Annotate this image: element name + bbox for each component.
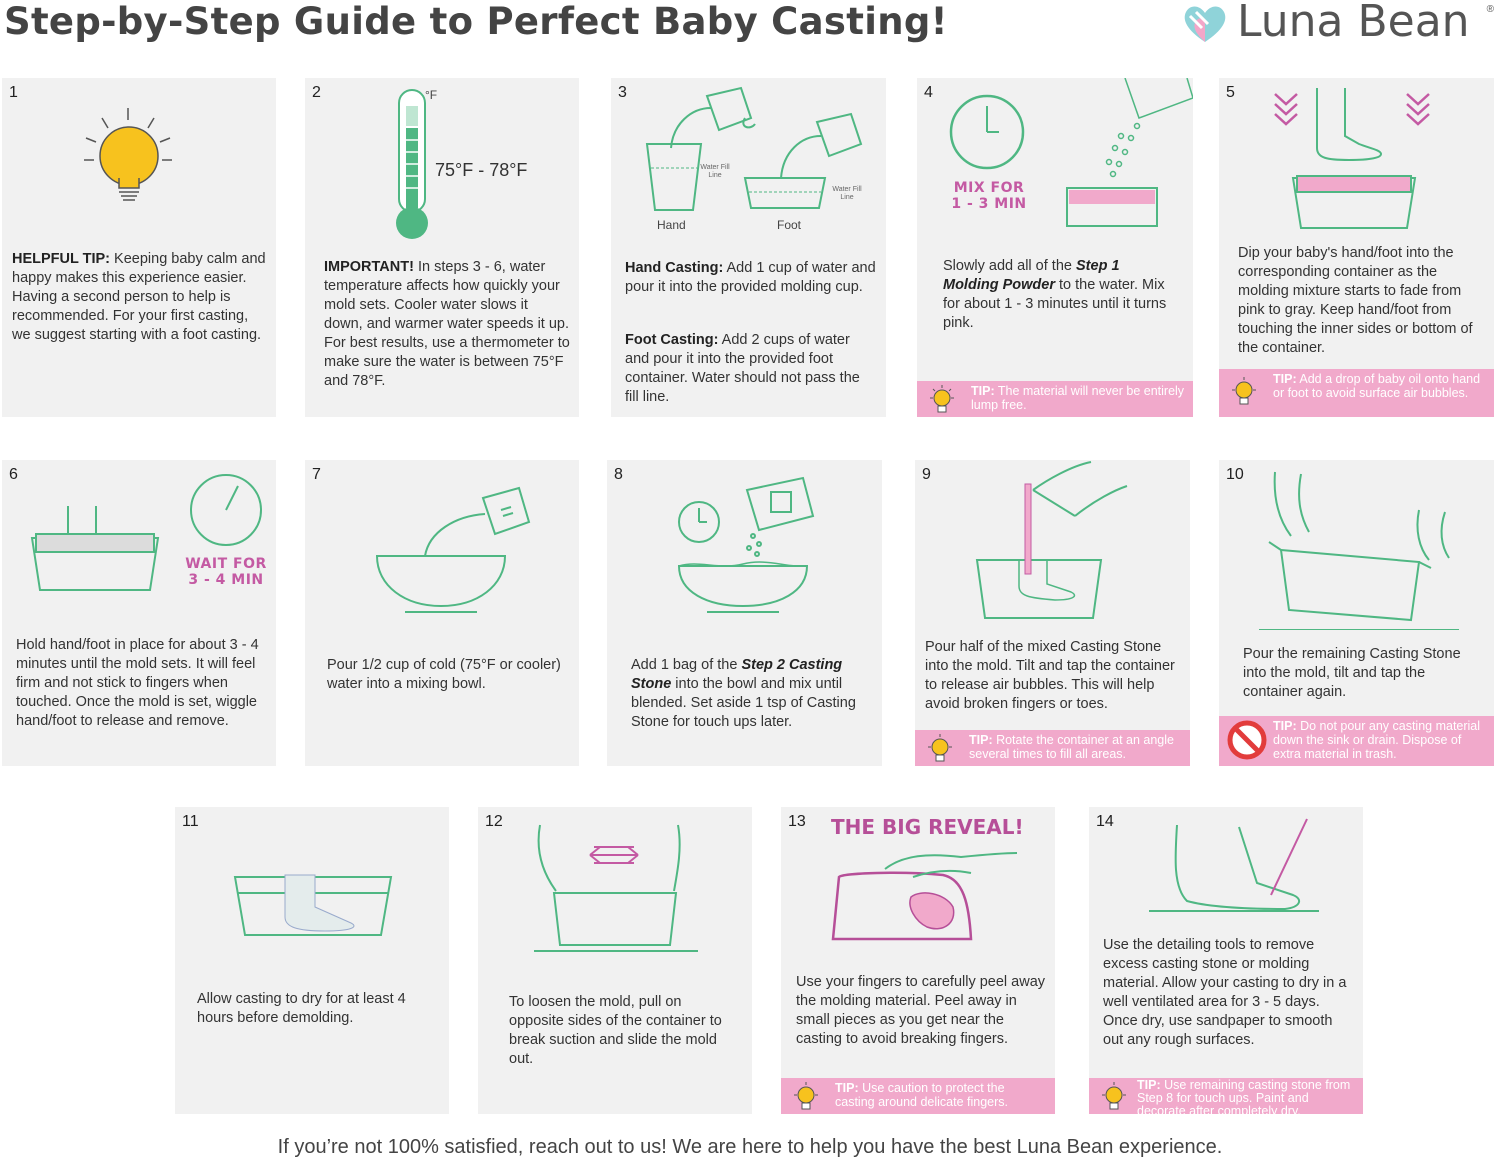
tip-bulb-icon xyxy=(928,734,952,762)
tip-text: TIP: Do not pour any casting material do… xyxy=(1273,719,1481,761)
water-pour-illustration xyxy=(645,86,863,211)
foot-dip-illustration xyxy=(1274,88,1430,229)
tip-text: TIP: Use caution to protect the casting … xyxy=(835,1081,1009,1109)
logo-text: Luna Bean xyxy=(1237,0,1470,47)
step-text: To loosen the mold, pull on opposite sid… xyxy=(509,994,722,1067)
lightbulb-icon xyxy=(84,108,172,201)
tip-bulb-icon xyxy=(930,385,954,413)
thermometer-icon xyxy=(396,89,428,239)
step-card-10: 10 Pour the remaining Casting Stone into… xyxy=(1219,460,1494,766)
footer-message: If you’re not 100% satisfied, reach out … xyxy=(277,1136,1223,1158)
tip-banner: TIP: Add a drop of baby oil onto hand or… xyxy=(1219,369,1494,417)
hand-label: Hand xyxy=(657,218,686,232)
step-text: Dip your baby's hand/foot into the corre… xyxy=(1238,245,1473,356)
step-number: 14 xyxy=(1096,813,1114,830)
tilt-container-illustration xyxy=(1259,471,1459,630)
tip-text: TIP: The material will never be entirely… xyxy=(971,384,1185,412)
step-number: 5 xyxy=(1226,84,1235,101)
bowl-pour-illustration xyxy=(375,486,531,613)
peel-mold-illustration xyxy=(831,852,1018,941)
drying-mold-illustration xyxy=(233,874,393,936)
tip-text: TIP: Rotate the container at an angle se… xyxy=(969,733,1174,761)
brand-logo: Luna Bean ® xyxy=(1182,0,1500,48)
temperature-range: 75°F - 78°F xyxy=(435,160,528,180)
step-number: 6 xyxy=(9,466,18,483)
step-text: Allow casting to dry for at least 4 hour… xyxy=(197,991,406,1026)
pour-mold-illustration xyxy=(975,461,1128,619)
registered-mark: ® xyxy=(1486,4,1494,15)
step-number: 12 xyxy=(485,813,503,830)
mix-stone-illustration xyxy=(677,476,815,613)
tip-banner: TIP: Use caution to protect the casting … xyxy=(781,1078,1055,1114)
logo-heart-hands-icon xyxy=(1184,6,1226,42)
tip-banner: TIP: The material will never be entirely… xyxy=(917,381,1193,417)
step-card-9: 9 Pour half of the mixed Casting Stone i… xyxy=(915,460,1190,766)
step-text: Pour half of the mixed Casting Stone int… xyxy=(925,639,1175,712)
foot-label: Foot xyxy=(777,218,802,232)
step-text: Add 1 bag of the Step 2 Casting Stone in… xyxy=(631,657,856,730)
tip-banner: TIP: Do not pour any casting material do… xyxy=(1219,716,1494,766)
step-card-5: 5 Dip your baby's hand/foot into the cor… xyxy=(1219,78,1494,417)
fill-line-label: Water Fill Line xyxy=(832,186,862,201)
step-number: 4 xyxy=(924,84,933,101)
step-number: 9 xyxy=(922,466,931,483)
step-number: 7 xyxy=(312,466,321,483)
page-title: Step-by-Step Guide to Perfect Baby Casti… xyxy=(4,0,948,43)
step-text: Pour the remaining Casting Stone into th… xyxy=(1243,646,1461,700)
step-text: Use the detailing tools to remove excess… xyxy=(1103,937,1347,1048)
step-text: Hand Casting: Add 1 cup of water and pou… xyxy=(625,260,876,295)
step-number: 3 xyxy=(618,84,627,101)
step-text: Pour 1/2 cup of cold (75°F or cooler) wa… xyxy=(327,657,561,692)
step-text: HELPFUL TIP: Keeping baby calm and happy… xyxy=(12,251,266,343)
step-text: Slowly add all of the Step 1 Molding Pow… xyxy=(943,258,1167,331)
loosen-mold-illustration xyxy=(534,824,698,952)
tip-banner: TIP: Rotate the container at an angle se… xyxy=(915,730,1190,766)
tip-text: TIP: Add a drop of baby oil onto hand or… xyxy=(1273,372,1481,400)
hold-foot-illustration xyxy=(30,474,262,591)
step-text: Foot Casting: Add 2 cups of water and po… xyxy=(625,332,860,405)
tip-bulb-icon xyxy=(1102,1082,1126,1110)
step-card-1: 1 HELPFUL TIP: Keeping baby calm and hap… xyxy=(2,78,276,417)
step-card-7: 7 Pour 1/2 cup of cold (75°F or cooler) … xyxy=(305,460,579,766)
detailing-tool-illustration xyxy=(1149,818,1319,912)
step-number: 2 xyxy=(312,84,321,101)
big-reveal-heading: THE BIG REVEAL! xyxy=(831,815,1024,839)
step-text: Hold hand/foot in place for about 3 - 4 … xyxy=(16,637,259,729)
fill-line-label: Water Fill Line xyxy=(700,164,730,179)
step-number: 10 xyxy=(1226,466,1244,483)
temp-unit: °F xyxy=(425,88,438,102)
clock-icon xyxy=(949,78,1193,227)
tip-bulb-icon xyxy=(794,1082,818,1110)
step-text: IMPORTANT! In steps 3 - 6, water tempera… xyxy=(324,259,570,389)
step-number: 8 xyxy=(614,466,623,483)
step-card-3: 3 Water Fill Line Water Fill Line Hand F… xyxy=(611,78,886,417)
step-card-2: 2 °F 75°F - 78°F IMPORTANT! In steps 3 -… xyxy=(305,78,579,417)
step-card-8: 8 Add 1 bag of the Step 2 Casting Stone … xyxy=(607,460,882,766)
step-card-13: 13 THE BIG REVEAL! Use your fingers to c… xyxy=(781,807,1055,1114)
tip-banner: TIP: Use remaining casting stone from St… xyxy=(1089,1078,1363,1118)
stop-icon xyxy=(1227,720,1267,760)
step-card-12: 12 To loosen the mold, pull on opposite … xyxy=(478,807,752,1114)
step-card-14: 14 Use the detailing tools to remove exc… xyxy=(1089,807,1363,1118)
tip-text: TIP: Use remaining casting stone from St… xyxy=(1137,1078,1351,1118)
tip-bulb-icon xyxy=(1232,377,1256,405)
arrows-down-icon xyxy=(1274,93,1430,126)
step-number: 13 xyxy=(788,813,806,830)
step-number: 1 xyxy=(9,84,18,101)
step-number: 11 xyxy=(182,813,199,830)
step-text: Use your fingers to carefully peel away … xyxy=(796,974,1046,1047)
step-card-11: 11 Allow casting to dry for at least 4 h… xyxy=(175,807,449,1114)
